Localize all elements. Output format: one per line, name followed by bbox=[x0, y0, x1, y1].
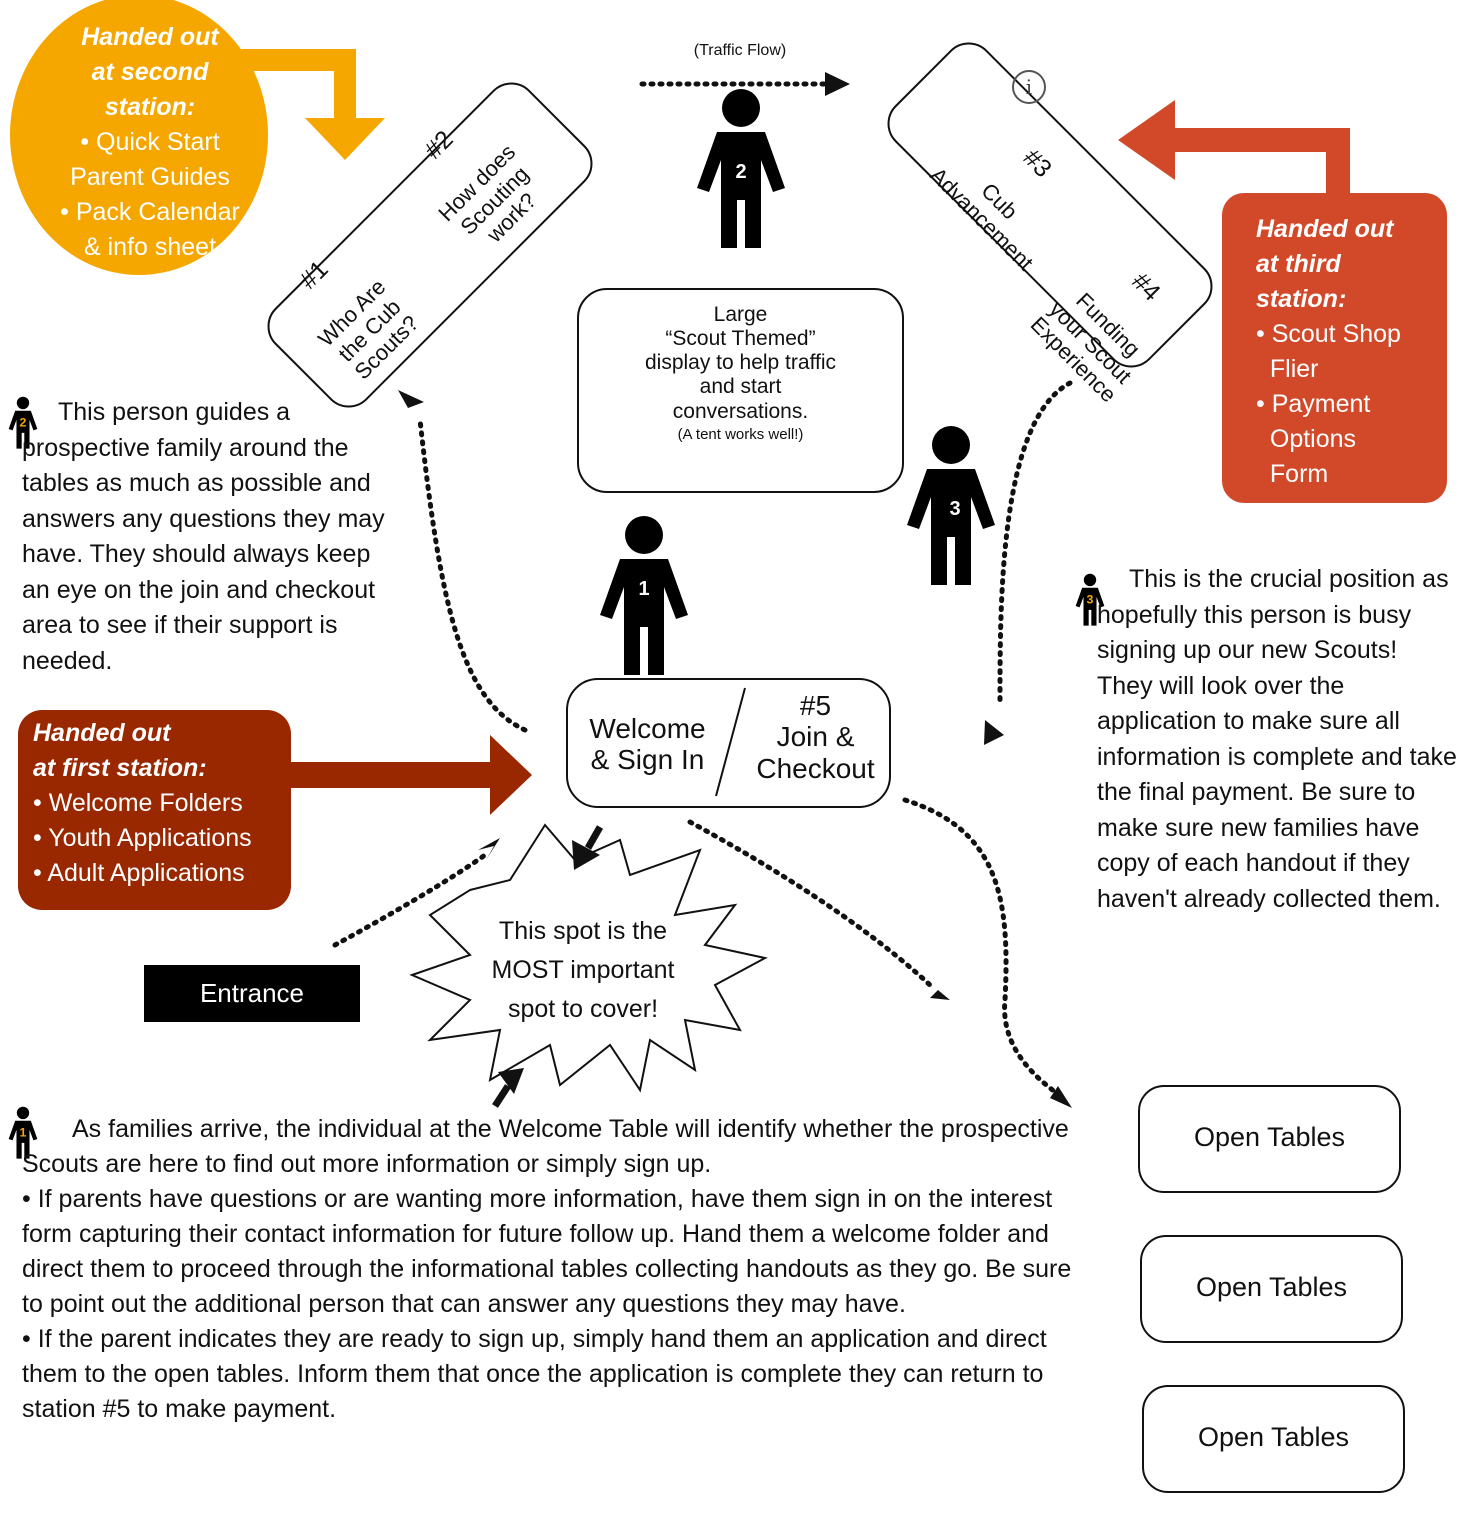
handout-third-item: Flier bbox=[1256, 355, 1319, 383]
person-3-figure: 3 bbox=[907, 426, 995, 585]
handout-third-item: Form bbox=[1256, 460, 1329, 488]
handout-third-heading-1: Handed out bbox=[1256, 215, 1394, 243]
person-1-figure: 1 bbox=[600, 516, 688, 675]
burst-text: This spot is the MOST important spot to … bbox=[491, 917, 675, 1023]
small-icon-number: 3 bbox=[1087, 592, 1094, 606]
open-table-2: Open Tables bbox=[1140, 1235, 1403, 1343]
person-1-number: 1 bbox=[638, 578, 649, 600]
person-2-small-icon: 2 bbox=[8, 396, 38, 449]
handout-second-station-text: Handed out at second station: • Quick St… bbox=[40, 20, 260, 265]
small-icon-number: 1 bbox=[20, 1125, 27, 1139]
handout-first-heading-2: at first station: bbox=[33, 754, 207, 782]
entrance-label: Entrance bbox=[199, 978, 305, 1008]
display-box-text: Large “Scout Themed” display to help tra… bbox=[577, 303, 904, 443]
person-3-note-text: This is the crucial position as hopefull… bbox=[1097, 565, 1457, 913]
person-1-intro: As families arrive, the individual at th… bbox=[22, 1115, 1069, 1178]
welcome-sign-in-label: Welcome & Sign In bbox=[589, 713, 706, 776]
open-table-label: Open Tables bbox=[1193, 1122, 1346, 1152]
display-box bbox=[577, 288, 904, 493]
person-2-note: This person guides a prospective family … bbox=[22, 395, 392, 679]
handout-first-item: • Youth Applications bbox=[33, 824, 252, 852]
display-line: “Scout Themed” bbox=[665, 327, 816, 351]
display-line: display to help traffic bbox=[644, 351, 837, 375]
handout-third-item: Options bbox=[1256, 425, 1357, 453]
handout-second-station-circle bbox=[10, 0, 268, 275]
person-2-figure: 2 bbox=[697, 89, 785, 248]
handout-first-heading-1: Handed out bbox=[33, 719, 171, 747]
person-3-small-icon: 3 bbox=[1075, 573, 1105, 626]
person-3-note: This is the crucial position as hopefull… bbox=[1097, 562, 1457, 917]
handout-third-heading-3: station: bbox=[1256, 285, 1347, 313]
handout-second-item: • Quick Start bbox=[80, 128, 220, 156]
handout-third-item: • Payment bbox=[1256, 390, 1371, 418]
open-table-3: Open Tables bbox=[1142, 1385, 1405, 1493]
entrance-sign: Entrance bbox=[144, 965, 360, 1022]
handout-second-heading-2: at second bbox=[91, 58, 209, 86]
open-table-1: Open Tables bbox=[1138, 1085, 1401, 1193]
info-icon: i bbox=[1012, 70, 1046, 104]
handout-second-heading-3: station: bbox=[104, 93, 196, 121]
person-3-number: 3 bbox=[949, 498, 960, 520]
display-line: Large bbox=[713, 303, 768, 326]
display-line: conversations. bbox=[672, 399, 809, 423]
person-1-bullet-1: • If parents have questions or are wanti… bbox=[22, 1185, 1072, 1318]
person-1-note: As families arrive, the individual at th… bbox=[22, 1112, 1087, 1427]
handout-third-heading-2: at third bbox=[1256, 250, 1341, 278]
person-2-number: 2 bbox=[735, 161, 746, 183]
handout-third-station-text: Handed out at third station: • Scout Sho… bbox=[1256, 212, 1446, 492]
person-1-small-icon: 1 bbox=[8, 1106, 38, 1159]
traffic-flow-label: (Traffic Flow) bbox=[693, 42, 787, 59]
small-icon-number: 2 bbox=[20, 415, 27, 429]
open-table-label: Open Tables bbox=[1195, 1272, 1348, 1302]
display-line: and start bbox=[699, 375, 782, 399]
info-icon-glyph: i bbox=[1025, 75, 1033, 99]
welcome-table bbox=[566, 678, 891, 808]
join-checkout-text: Join & Checkout bbox=[756, 721, 875, 784]
handout-second-item: Parent Guides bbox=[70, 163, 230, 191]
join-checkout-label: #5 Join & Checkout bbox=[748, 690, 883, 784]
person-2-note-text: This person guides a prospective family … bbox=[22, 398, 385, 675]
handout-third-station-box bbox=[1222, 193, 1447, 503]
open-table-label: Open Tables bbox=[1197, 1422, 1350, 1452]
handout-second-heading-1: Handed out bbox=[81, 23, 219, 51]
handout-first-station-text: Handed out at first station: • Welcome F… bbox=[33, 716, 293, 891]
handout-second-item: • Pack Calendar bbox=[60, 198, 240, 226]
person-1-bullet-2: • If the parent indicates they are ready… bbox=[22, 1325, 1047, 1423]
handout-first-station-box bbox=[18, 710, 291, 910]
station-5-number: #5 bbox=[799, 690, 832, 721]
handout-first-item: • Adult Applications bbox=[33, 859, 245, 887]
handout-second-item: & info sheet bbox=[83, 233, 217, 261]
handout-first-item: • Welcome Folders bbox=[33, 789, 243, 817]
display-small: (A tent works well!) bbox=[677, 425, 804, 443]
handout-third-item: • Scout Shop bbox=[1256, 320, 1401, 348]
